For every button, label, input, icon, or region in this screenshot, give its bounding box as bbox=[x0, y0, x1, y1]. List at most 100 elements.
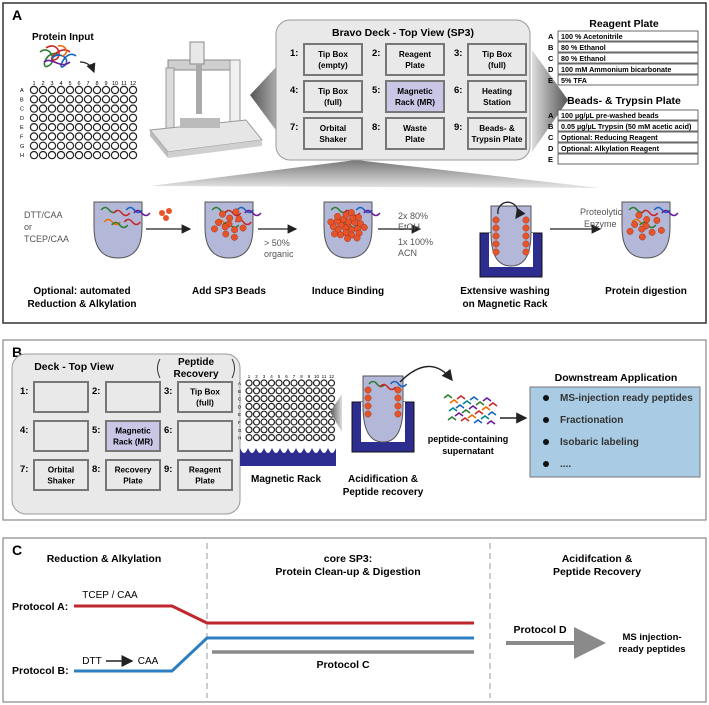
plate-col-label: 7 bbox=[293, 374, 296, 379]
plate-well bbox=[65, 104, 75, 113]
plate-well bbox=[297, 387, 306, 395]
protocol-a-label: Protocol A: bbox=[12, 601, 68, 613]
protein-scribble-icon bbox=[39, 44, 77, 68]
bead bbox=[648, 228, 656, 236]
plate-well bbox=[275, 387, 283, 395]
plate-well bbox=[320, 418, 328, 426]
plate-row-label: G bbox=[20, 144, 24, 150]
peptide-strand bbox=[481, 406, 491, 411]
bead bbox=[631, 221, 639, 228]
table-row-key: B bbox=[548, 43, 554, 52]
tube-digestion bbox=[621, 201, 679, 259]
plate-well bbox=[92, 132, 102, 141]
output-line-1: MS injection- bbox=[622, 632, 681, 643]
bead bbox=[394, 386, 402, 394]
plate-well bbox=[47, 141, 57, 150]
plate-row-label: A bbox=[238, 381, 241, 386]
col3-header-1: Acidifcation & bbox=[562, 553, 633, 565]
table-row-cell bbox=[557, 109, 699, 121]
deck-slot-number: 8: bbox=[372, 122, 380, 133]
plate-well bbox=[267, 402, 276, 410]
peptide-strand bbox=[460, 417, 470, 422]
enzyme-line-1: Proteolytic bbox=[580, 207, 623, 217]
bead bbox=[219, 210, 226, 218]
plate-well bbox=[29, 150, 39, 160]
plate-well bbox=[119, 113, 129, 123]
peptide-strand bbox=[488, 402, 498, 407]
deck-slot-number: 2: bbox=[92, 386, 100, 397]
bead bbox=[657, 226, 665, 234]
deck-slot-label: Rack (MR) bbox=[113, 438, 153, 447]
plate-well bbox=[245, 418, 253, 426]
downstream-item: Isobaric labeling bbox=[560, 437, 639, 448]
step-4-line-1: Extensive washing bbox=[460, 286, 549, 297]
plate-col-label: 3 bbox=[50, 81, 53, 87]
downstream-list: MS-injection ready peptidesFractionation… bbox=[543, 393, 693, 470]
bead bbox=[643, 216, 651, 223]
organic-line-2: organic bbox=[264, 249, 294, 259]
plate-well bbox=[282, 410, 291, 418]
protocol-c-label: Protocol C bbox=[316, 659, 370, 671]
peptide-strand bbox=[462, 400, 472, 405]
peptide-strand bbox=[449, 399, 459, 404]
plate-well bbox=[327, 379, 336, 387]
plate-well bbox=[305, 418, 313, 426]
plate-well bbox=[92, 95, 102, 104]
tube-reduction bbox=[93, 201, 151, 259]
panel-b-letter: B bbox=[12, 344, 22, 360]
peptide-strand bbox=[480, 415, 490, 420]
bead bbox=[215, 219, 223, 226]
bead bbox=[626, 227, 634, 235]
peptide-strand bbox=[467, 414, 477, 419]
plate-well bbox=[110, 150, 120, 160]
deck-slot-box bbox=[303, 43, 363, 76]
acid-line-1: Acidification & bbox=[348, 474, 418, 485]
peptide-strand bbox=[469, 396, 479, 401]
magnetic-rack-label: Magnetic Rack bbox=[251, 474, 321, 485]
plate-well bbox=[65, 141, 75, 150]
plate-well bbox=[83, 95, 93, 104]
table-row-value: 100 µg/µL pre-washed beads bbox=[561, 111, 659, 120]
plate-well bbox=[119, 85, 129, 95]
plate-well bbox=[47, 95, 57, 104]
plate-col-label: 10 bbox=[112, 81, 118, 87]
plate-well bbox=[47, 85, 57, 95]
panel-a-letter: A bbox=[12, 7, 22, 23]
plate-well bbox=[290, 402, 298, 410]
plate-well bbox=[74, 113, 84, 123]
protein-strand bbox=[363, 209, 381, 217]
bead bbox=[221, 223, 229, 231]
table-row-cell bbox=[557, 74, 699, 86]
bead bbox=[337, 231, 344, 239]
deck-slot-box bbox=[105, 420, 161, 452]
plate-well bbox=[119, 132, 129, 141]
table-row-value: Optional: Alkylation Reagent bbox=[561, 144, 660, 153]
deck-slot-number: 1: bbox=[290, 48, 298, 59]
deck-slot-box bbox=[467, 80, 527, 113]
plate-well bbox=[275, 434, 283, 442]
plate-col-label: 4 bbox=[59, 81, 62, 87]
plate-well bbox=[327, 426, 336, 434]
deck-slot-label: Recovery bbox=[115, 466, 152, 475]
deck-slot-box bbox=[467, 117, 527, 150]
tube-body bbox=[490, 205, 532, 267]
bead bbox=[394, 402, 402, 410]
deck-slot-number: 4: bbox=[20, 425, 28, 436]
col3-header-2: Peptide Recovery bbox=[553, 566, 641, 578]
plate-well bbox=[312, 402, 321, 410]
deck-slot-label: Reagent bbox=[189, 466, 222, 475]
plate-well bbox=[110, 95, 120, 104]
dtt-line-1: DTT/CAA bbox=[24, 210, 63, 220]
col2-header-1: core SP3: bbox=[324, 553, 372, 565]
table-row-cell bbox=[557, 63, 699, 75]
protein-strand bbox=[123, 218, 141, 226]
bead bbox=[364, 410, 372, 418]
plate-well bbox=[305, 387, 313, 395]
bead bbox=[492, 248, 500, 256]
deck-slot-number: 2: bbox=[372, 48, 380, 59]
bead bbox=[360, 224, 368, 231]
tube-body bbox=[621, 201, 671, 259]
plate-col-label: 6 bbox=[77, 81, 80, 87]
bead bbox=[355, 213, 362, 221]
plate-well bbox=[290, 418, 298, 426]
